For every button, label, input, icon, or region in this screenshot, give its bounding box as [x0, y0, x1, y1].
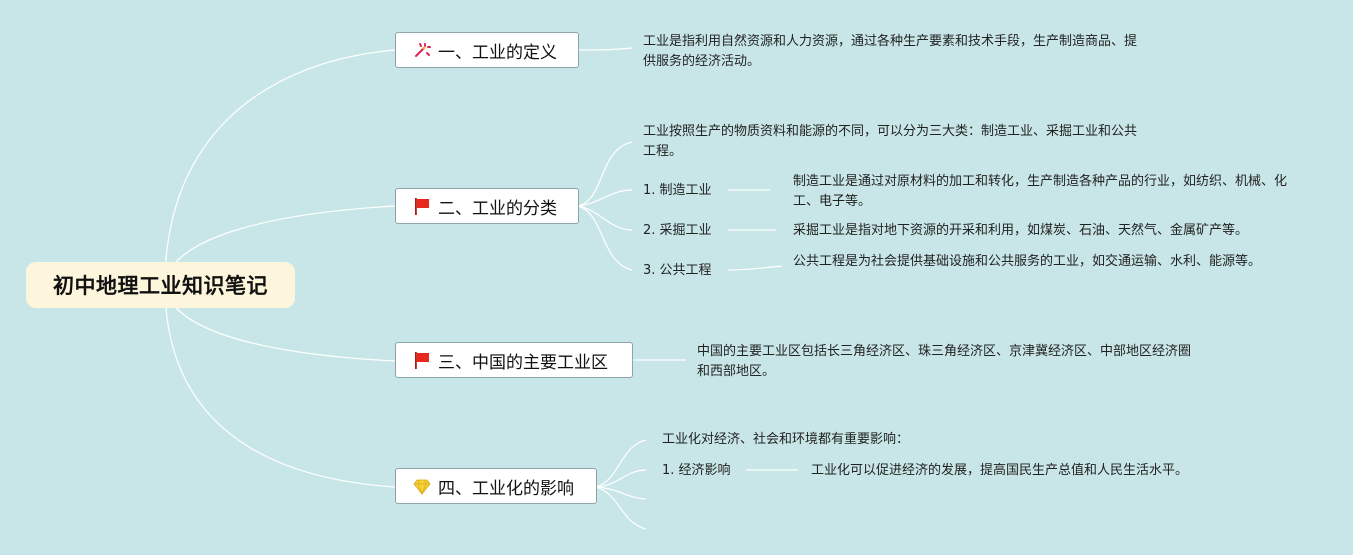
classification-intro: 工业按照生产的物质资料和能源的不同，可以分为三大类：制造工业、采掘工业和公共工程…: [643, 124, 1138, 159]
root-title: 初中地理工业知识笔记: [53, 274, 268, 298]
branch-node-definition[interactable]: 一、工业的定义: [395, 32, 579, 68]
connector-item-3-text: [727, 265, 783, 271]
impact-intro: 工业化对经济、社会和环境都有重要影响：: [662, 432, 910, 447]
economic-impact-text: 工业化可以促进经济的发展，提高国民生产总值和人民生活水平。: [811, 463, 1189, 478]
red-flag-icon: [412, 196, 432, 216]
connector-branch-2-item-3: [577, 205, 633, 271]
connector-branch-4-empty-2: [595, 486, 647, 530]
branch-label: 三、中国的主要工业区: [438, 352, 608, 373]
red-flag-icon: [412, 350, 432, 370]
sub-item-manufacturing[interactable]: 1. 制造工业: [643, 183, 712, 198]
connector-branch-2-item-2: [577, 205, 633, 231]
branch-node-classification[interactable]: 二、工业的分类: [395, 188, 579, 224]
branch-label: 四、工业化的影响: [438, 478, 574, 499]
connector-root-branch-1: [164, 49, 396, 286]
connector-branch-4-intro: [595, 439, 647, 488]
branch-node-industrial-zones[interactable]: 三、中国的主要工业区: [395, 342, 633, 378]
branch-label: 二、工业的分类: [438, 198, 557, 219]
manufacturing-text: 制造工业是通过对原材料的加工和转化，生产制造各种产品的行业，如纺织、机械、化工、…: [793, 174, 1288, 209]
connector-branch-1-text: [577, 47, 633, 51]
sub-item-economic-impact[interactable]: 1. 经济影响: [662, 463, 731, 478]
sub-item-mining[interactable]: 2. 采掘工业: [643, 223, 712, 238]
sparkle-icon: [412, 40, 432, 60]
definition-text: 工业是指利用自然资源和人力资源，通过各种生产要素和技术手段，生产制造商品、提供服…: [643, 34, 1138, 69]
connector-branch-4-empty-1: [595, 486, 647, 500]
mining-text: 采掘工业是指对地下资源的开采和利用，如煤炭、石油、天然气、金属矿产等。: [793, 223, 1249, 238]
connector-branch-4-item-1: [595, 469, 647, 488]
public-works-text: 公共工程是为社会提供基础设施和公共服务的工业，如交通运输、水利、能源等。: [793, 254, 1262, 269]
sub-item-public-works[interactable]: 3. 公共工程: [643, 263, 712, 278]
connector-root-branch-4: [164, 284, 396, 488]
connector-branch-2-intro: [577, 141, 633, 207]
industrial-zones-text: 中国的主要工业区包括长三角经济区、珠三角经济区、京津冀经济区、中部地区经济圈和西…: [697, 344, 1192, 379]
branch-node-industrialization-impact[interactable]: 四、工业化的影响: [395, 468, 597, 504]
diamond-icon: [412, 476, 432, 496]
root-node[interactable]: 初中地理工业知识笔记: [26, 262, 295, 308]
connector-branch-2-item-1: [577, 189, 633, 207]
branch-label: 一、工业的定义: [438, 42, 557, 63]
